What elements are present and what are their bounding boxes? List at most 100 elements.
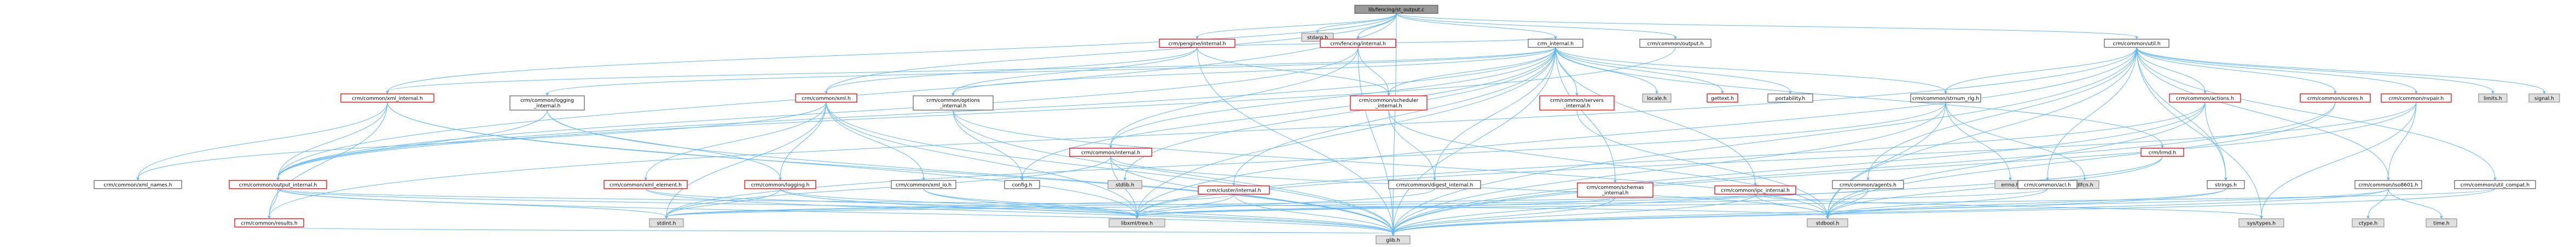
node-config[interactable]: config.h xyxy=(1004,180,1040,189)
node-common-results[interactable]: crm/common/results.h xyxy=(234,218,304,228)
node-strnum[interactable]: crm/common/strnum_rlg.h xyxy=(1910,93,1981,103)
edge-pengine_internal-to-common_xml xyxy=(826,47,1198,92)
edge-arrowhead-common_xml-to-xml_names xyxy=(136,177,140,181)
edge-common_util-to-common_actions xyxy=(2136,47,2206,92)
node-label: crm/common/iso8601.h xyxy=(2359,182,2418,188)
edge-arrowhead-iso8601-to-stdbool xyxy=(1826,216,1829,219)
edge-root-to-common_util xyxy=(1396,13,2137,37)
node-util-compat[interactable]: crm/common/util_compat.h xyxy=(2454,180,2536,189)
node-common-internal[interactable]: crm/common/internal.h xyxy=(1069,147,1152,157)
node-xml-internal[interactable]: crm/common/xml_internal.h xyxy=(340,93,434,103)
node-xml-element[interactable]: crm/common/xml_element.h xyxy=(604,180,688,189)
edge-root-to-stdarg xyxy=(1317,13,1397,31)
node-box xyxy=(1577,182,1653,198)
node-common-util[interactable]: crm/common/util.h xyxy=(2104,38,2169,48)
node-schemas-internal[interactable]: crm/common/schemas_internal.h xyxy=(1577,182,1653,198)
edge-arrowhead-common_util-to-limits xyxy=(2491,91,2494,94)
node-xml-names[interactable]: crm/common/xml_names.h xyxy=(94,180,182,189)
edge-arrowhead-common_actions-to-strings xyxy=(2224,177,2227,181)
node-label: crm/common/options_internal.h xyxy=(926,97,980,109)
edge-iso8601-to-glib xyxy=(1393,188,2389,234)
node-iso8601[interactable]: crm/common/iso8601.h xyxy=(2354,180,2422,189)
edge-crm_internal-to-glib xyxy=(1393,47,1556,234)
node-common-acl[interactable]: crm/common/acl.h xyxy=(2017,180,2078,189)
edge-iso8601-to-stdbool xyxy=(1827,188,2389,217)
edge-arrowhead-crm_internal-to-logging_internal xyxy=(546,93,549,96)
node-label: crm/common/schemas_internal.h xyxy=(1587,185,1644,196)
edge-common_util-to-sys_types xyxy=(2136,47,2262,217)
node-cluster-internal[interactable]: crm/cluster/internal.h xyxy=(1198,185,1270,195)
edge-pengine_internal-to-scheduler_internal xyxy=(1197,47,1389,94)
node-label: time.h xyxy=(2433,220,2450,226)
edge-common_actions-to-glib xyxy=(1393,102,2206,234)
node-label: portability.h xyxy=(1776,95,1806,101)
edge-strnum-to-stdbool xyxy=(1827,102,1946,217)
edge-arrowhead-crm_internal-to-xml_internal xyxy=(386,91,389,94)
edge-arrowhead-crm_internal-to-stdlib xyxy=(1123,177,1127,181)
edge-crm_internal-to-output_internal xyxy=(277,47,1556,179)
node-ipc-internal[interactable]: crm/common/ipc_internal.h xyxy=(1714,185,1796,195)
node-label: glib.h xyxy=(1386,237,1400,243)
node-layer: lib/fencing/st_output.cstdarg.hcrm/pengi… xyxy=(94,4,2560,245)
edge-crm_internal-to-cluster_internal xyxy=(1233,47,1556,184)
edge-common_util-to-common_scores xyxy=(2136,47,2336,92)
edge-arrowhead-crm_internal-to-ipc_internal xyxy=(1754,183,1757,186)
node-box xyxy=(913,95,994,111)
edge-arrowhead-common_nvpair-to-iso8601 xyxy=(2387,177,2390,181)
node-strings[interactable]: strings.h xyxy=(2207,180,2245,189)
edge-output_internal-to-common_results xyxy=(269,188,279,217)
edge-common_xml-to-xml_element xyxy=(645,102,827,179)
node-label: crm/common/logging.h xyxy=(751,182,810,188)
edge-common_util-to-glib xyxy=(1393,47,2137,234)
node-pengine-internal[interactable]: crm/pengine/internal.h xyxy=(1159,38,1235,48)
node-box xyxy=(795,93,857,103)
node-digest-internal[interactable]: crm/common/digest_internal.h xyxy=(1388,180,1481,189)
node-common-actions[interactable]: crm/common/actions.h xyxy=(2169,93,2241,103)
node-common-xml[interactable]: crm/common/xml.h xyxy=(795,93,857,103)
node-signal: signal.h xyxy=(2528,93,2560,103)
node-ctype: ctype.h xyxy=(2352,218,2384,228)
edge-common_util-to-libxml_tree xyxy=(1136,47,2137,217)
node-gettext[interactable]: gettext.h xyxy=(1707,93,1738,103)
node-lrmd[interactable]: crm/lrmd.h xyxy=(2140,147,2184,157)
node-box xyxy=(2017,180,2078,189)
node-glib: glib.h xyxy=(1376,235,1411,245)
node-box xyxy=(744,180,816,189)
node-output-internal[interactable]: crm/common/output_internal.h xyxy=(229,180,327,189)
edge-strnum-to-errno xyxy=(1945,102,2011,179)
node-portability[interactable]: portability.h xyxy=(1767,93,1813,103)
edge-common_util-to-agents xyxy=(1867,47,2137,179)
node-label: crm/pengine/internal.h xyxy=(1169,41,1226,47)
node-common-scores[interactable]: crm/common/scores.h xyxy=(2300,93,2371,103)
node-fencing-internal[interactable]: crm/fencing/internal.h xyxy=(1320,38,1396,48)
node-crm-internal[interactable]: crm_internal.h xyxy=(1528,38,1583,48)
edge-arrowhead-common_util-to-strnum xyxy=(1944,91,1947,94)
node-label: crm/common/output.h xyxy=(1647,41,1704,47)
edge-scheduler_internal-to-stdbool xyxy=(1388,110,1828,217)
node-agents[interactable]: crm/common/agents.h xyxy=(1832,180,1904,189)
edge-common_util-to-strnum xyxy=(1945,47,2137,92)
node-common-output[interactable]: crm/common/output.h xyxy=(1639,38,1711,48)
edge-lrmd-to-glib xyxy=(1393,156,2163,234)
edge-common_util-to-signal xyxy=(2136,47,2545,92)
node-options-internal[interactable]: crm/common/options_internal.h xyxy=(913,95,994,111)
node-label: crm/fencing/internal.h xyxy=(1330,41,1386,47)
node-common-nvpair[interactable]: crm/common/nvpair.h xyxy=(2381,93,2452,103)
node-label: lib/fencing/st_output.c xyxy=(1368,7,1424,13)
node-servers-internal[interactable]: crm/common/servers_internal.h xyxy=(1539,95,1615,111)
edge-options_internal-to-config xyxy=(953,110,1023,179)
node-label: dlfcn.h xyxy=(2076,182,2093,188)
edge-arrowhead-common_util-to-common_actions xyxy=(2203,91,2207,94)
edge-crm_internal-to-logging_internal xyxy=(547,47,1556,94)
node-label: stdlib.h xyxy=(1116,182,1134,188)
edge-common_nvpair-to-sys_types xyxy=(2261,102,2417,217)
node-logging-internal[interactable]: crm/common/logging_internal.h xyxy=(509,95,585,111)
node-common-logging[interactable]: crm/common/logging.h xyxy=(744,180,816,189)
node-label: crm/common/results.h xyxy=(241,220,298,226)
node-scheduler-internal[interactable]: crm/common/scheduler_internal.h xyxy=(1350,95,1428,111)
node-xml-io[interactable]: crm/common/xml_io.h xyxy=(891,180,956,189)
edge-crm_internal-to-ipc_internal xyxy=(1555,47,1756,184)
node-label: crm/common/agents.h xyxy=(1840,182,1896,188)
edge-common_xml-to-xml_names xyxy=(137,102,827,179)
node-box xyxy=(2354,180,2422,189)
